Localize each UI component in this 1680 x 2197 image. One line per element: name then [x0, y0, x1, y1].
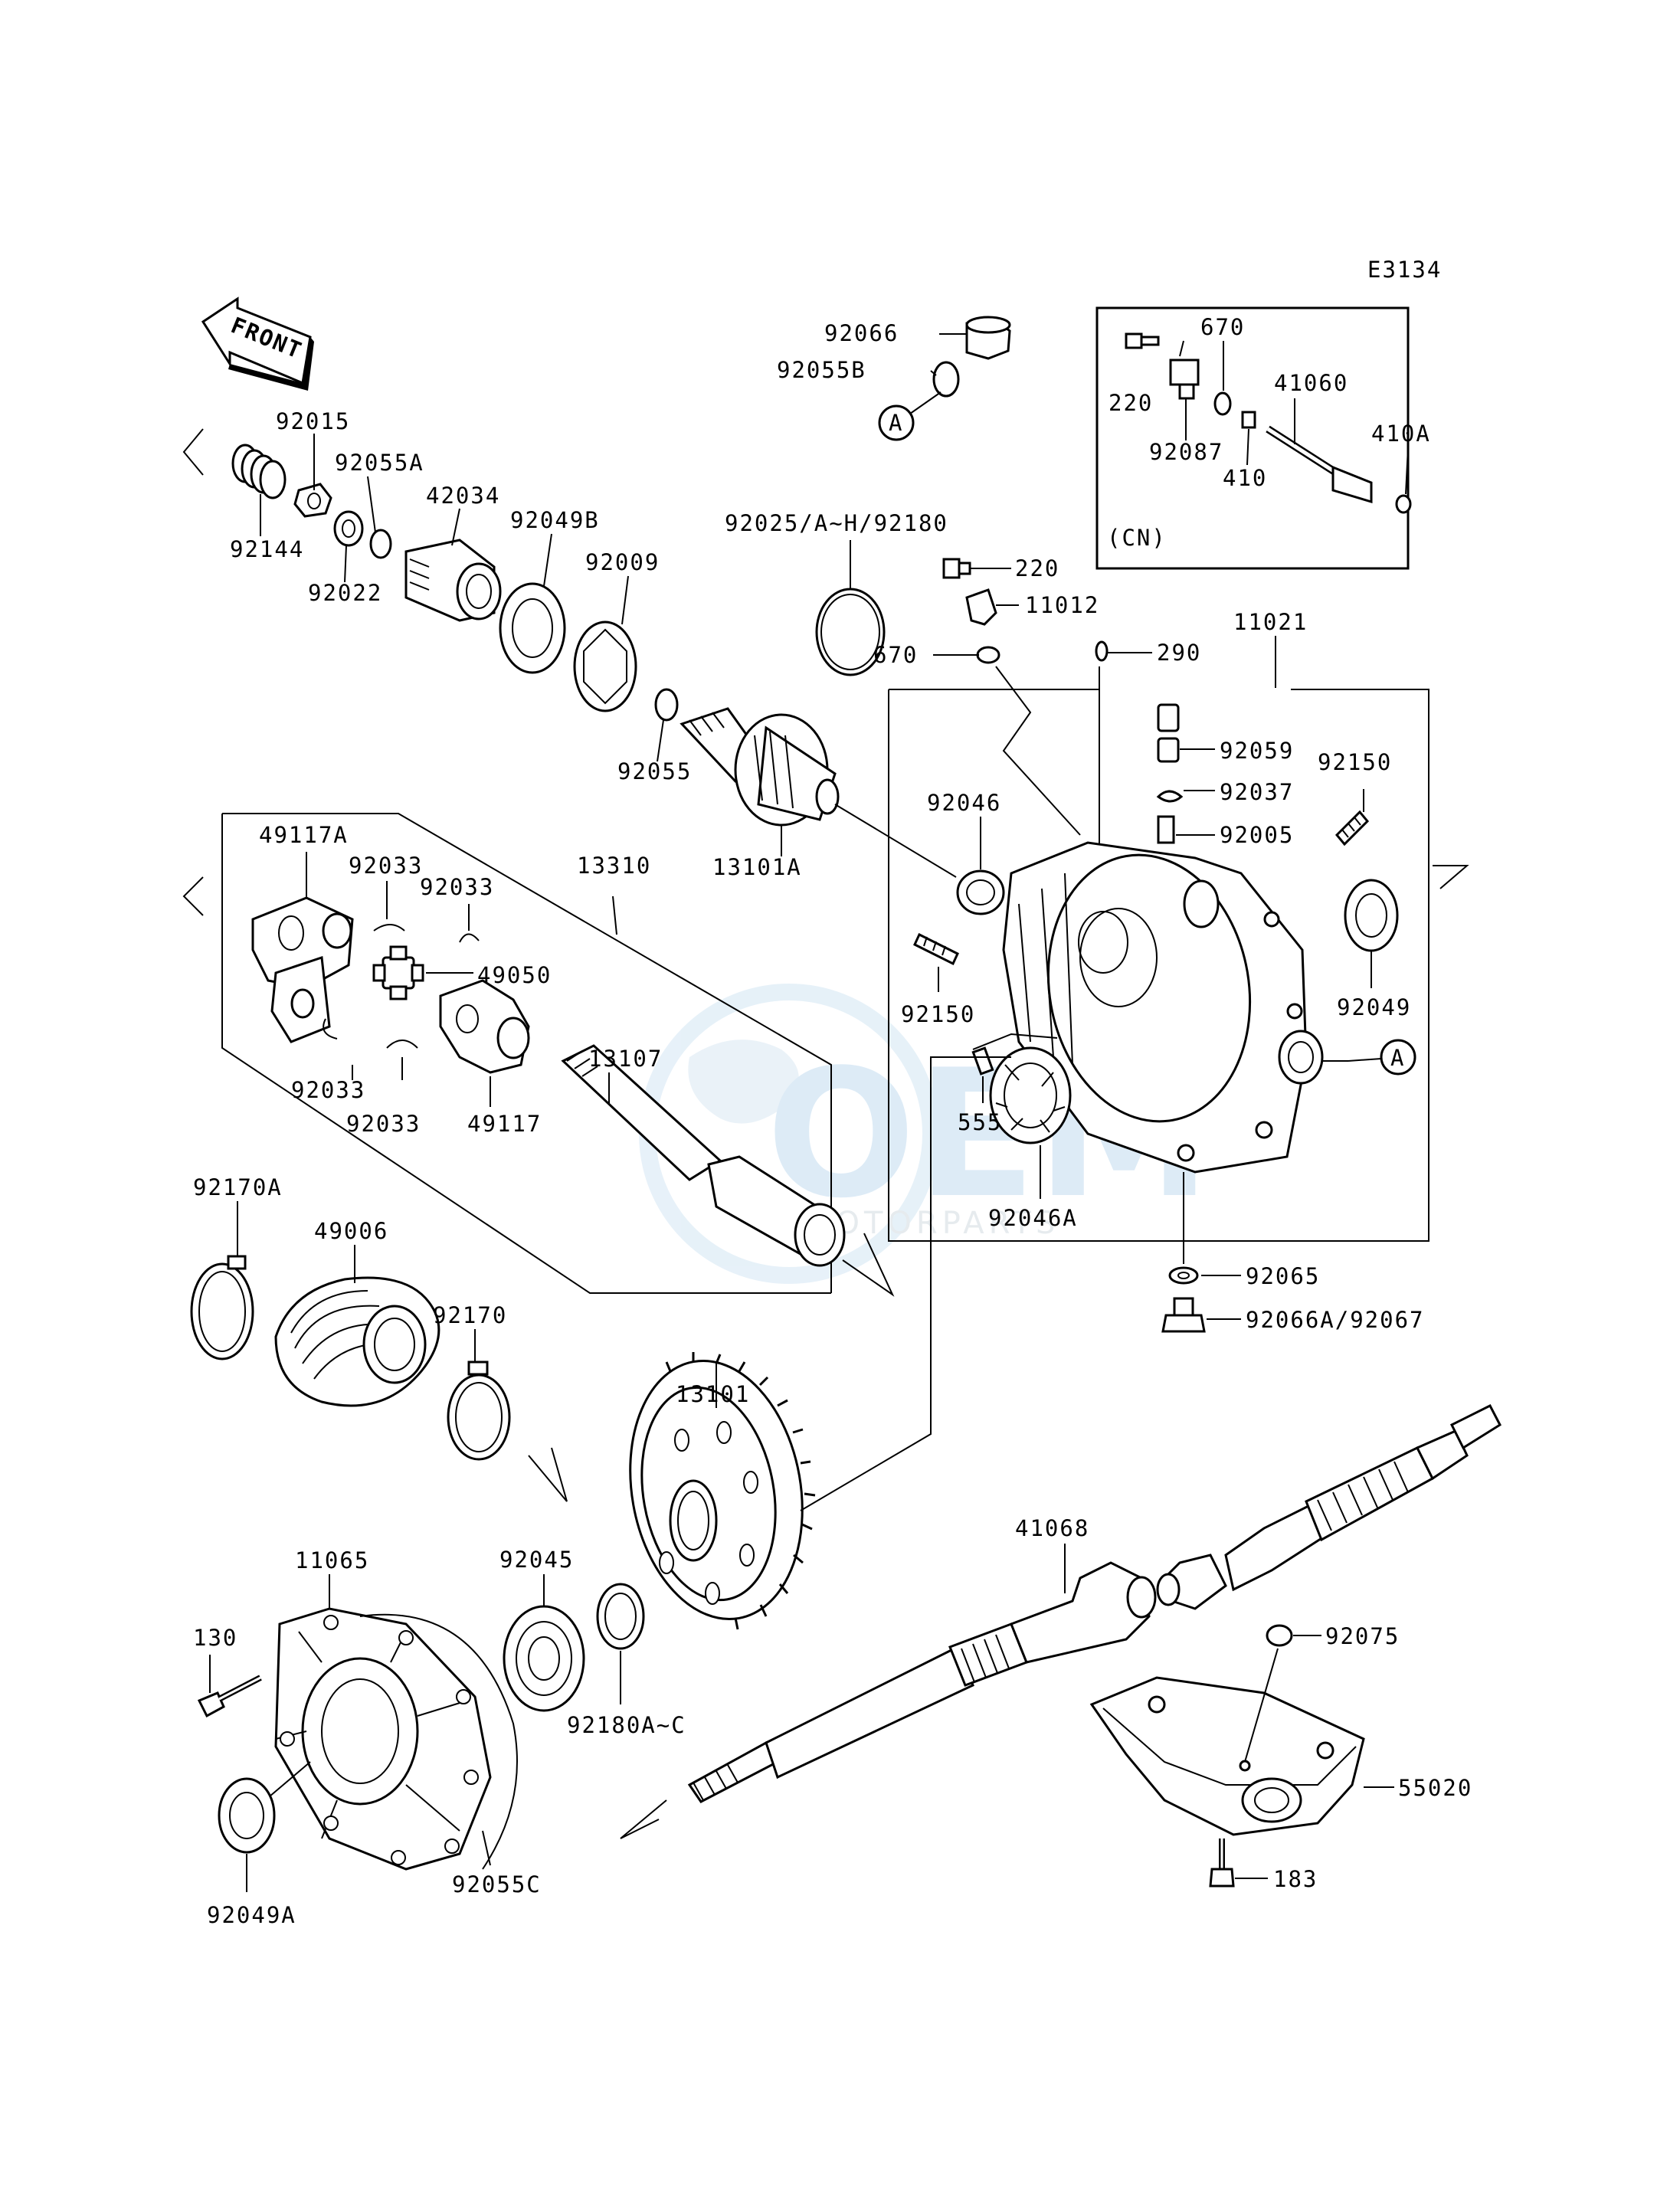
label-92180A: 92180A~C — [567, 1712, 686, 1738]
studs — [913, 789, 1370, 992]
label-11021: 11021 — [1233, 609, 1308, 635]
shaft-41068 — [620, 1403, 1502, 1839]
boot-assembly — [190, 1201, 568, 1502]
label-92046: 92046 — [927, 790, 1001, 816]
yoke-49117A — [251, 852, 354, 1043]
dowel-and-bearing — [971, 1033, 1072, 1199]
circlips — [323, 881, 480, 1080]
label-92170A: 92170A — [193, 1174, 283, 1200]
label-220-inset: 220 — [1109, 390, 1153, 416]
label-11065: 11065 — [295, 1547, 369, 1573]
label-11012: 11012 — [1025, 592, 1099, 618]
cover-11065 — [274, 1574, 518, 1871]
pinion-assembly — [680, 588, 886, 827]
seal-92049A — [218, 1761, 311, 1892]
label-92087: 92087 — [1149, 439, 1223, 465]
ref-a-top: A — [889, 410, 903, 436]
label-92075: 92075 — [1325, 1623, 1400, 1649]
watermark-sub: MOTORPARTS — [804, 1206, 1059, 1241]
front-arrow: FRONT — [201, 296, 314, 391]
leaders-top-left — [260, 434, 664, 762]
label-183: 183 — [1273, 1866, 1318, 1892]
label-92015: 92015 — [276, 408, 350, 434]
ref-a-right-label: A — [1390, 1045, 1405, 1071]
label-92049: 92049 — [1337, 994, 1411, 1020]
spider-49050 — [372, 945, 473, 1000]
label-13310: 13310 — [577, 853, 651, 879]
yoke-49117 — [439, 979, 530, 1107]
shim-92180A — [596, 1583, 645, 1704]
cover-55020 — [1089, 1624, 1394, 1888]
shaft-13107 — [561, 1044, 846, 1267]
case-small-parts — [1156, 703, 1215, 844]
label-92022: 92022 — [308, 580, 382, 606]
ring-gear-13101 — [629, 1056, 1011, 1630]
label-220: 220 — [1015, 555, 1059, 581]
label-410: 410 — [1223, 465, 1267, 491]
label-13101: 13101 — [676, 1381, 750, 1407]
label-92055A: 92055A — [335, 450, 424, 476]
label-92005: 92005 — [1220, 822, 1294, 848]
drain-plug — [1161, 1172, 1241, 1333]
label-92025: 92025/A~H/92180 — [725, 510, 948, 536]
label-92066: 92066 — [824, 320, 899, 346]
label-555: 555 — [958, 1109, 1002, 1135]
label-41060: 41060 — [1274, 370, 1348, 396]
label-92055C: 92055C — [452, 1871, 542, 1897]
label-92049A: 92049A — [207, 1902, 296, 1928]
label-92046A: 92046A — [988, 1205, 1078, 1231]
label-92037: 92037 — [1220, 779, 1294, 805]
universal-joint-bracket — [182, 813, 895, 1297]
label-49117A: 49117A — [259, 822, 349, 848]
label-13101A: 13101A — [712, 854, 802, 880]
label-42034: 42034 — [426, 483, 500, 509]
label-49117: 49117 — [467, 1111, 542, 1137]
label-92065: 92065 — [1246, 1263, 1320, 1289]
label-92033-bottom-b: 92033 — [346, 1111, 421, 1137]
label-92049B: 92049B — [510, 507, 600, 533]
label-92150-left: 92150 — [901, 1001, 975, 1027]
label-92055: 92055 — [617, 758, 692, 784]
label-670-inset: 670 — [1200, 314, 1245, 340]
label-55020: 55020 — [1398, 1775, 1472, 1801]
label-670: 670 — [873, 642, 918, 668]
label-92055B: 92055B — [777, 357, 866, 383]
label-410A: 410A — [1371, 421, 1431, 447]
gear-case-housing — [1002, 841, 1324, 1174]
label-92150-top: 92150 — [1318, 749, 1392, 775]
label-92033-top-b: 92033 — [420, 874, 494, 900]
label-130: 130 — [193, 1625, 237, 1651]
bolt-130 — [197, 1655, 262, 1718]
label-41068: 41068 — [1015, 1515, 1089, 1541]
diagram-code: E3134 — [1367, 257, 1442, 283]
case-bracket — [888, 636, 1429, 1242]
label-92045: 92045 — [499, 1547, 574, 1573]
ref-a-right — [1321, 1039, 1416, 1076]
cn-inset: (CN) 220 670 41060 410A 92087 410 — [1095, 306, 1431, 570]
needle-bearing-92046 — [956, 817, 1005, 915]
cn-inset-label: (CN) — [1107, 525, 1167, 551]
front-drive-stack — [182, 428, 679, 722]
plug-assembly: A — [878, 316, 1011, 441]
breather-assembly — [933, 558, 1152, 664]
leaders-pinion — [781, 540, 957, 878]
label-49006: 49006 — [314, 1218, 388, 1244]
label-92009: 92009 — [585, 549, 660, 575]
label-92033-bottom-a: 92033 — [291, 1077, 365, 1103]
label-92144: 92144 — [230, 536, 304, 562]
label-290: 290 — [1157, 640, 1201, 666]
label-13107: 13107 — [588, 1046, 663, 1072]
label-92170: 92170 — [433, 1302, 507, 1328]
label-92066A: 92066A/92067 — [1246, 1307, 1425, 1333]
label-92033-top-a: 92033 — [349, 853, 423, 879]
bearing-92045 — [503, 1574, 585, 1712]
label-49050: 49050 — [477, 962, 552, 988]
seal-92049 — [1344, 865, 1469, 988]
label-92059: 92059 — [1220, 738, 1294, 764]
